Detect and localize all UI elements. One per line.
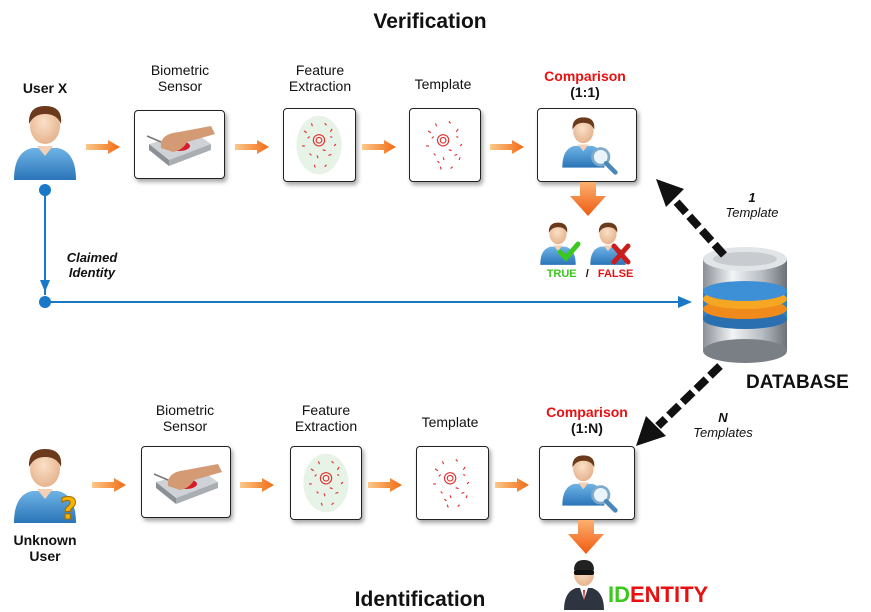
flow-arrow: [368, 478, 402, 492]
identification-title: Identification: [354, 588, 486, 611]
template-box: [416, 446, 489, 520]
comparison-box: [539, 446, 635, 520]
svg-text:?: ?: [60, 492, 77, 525]
false-label: FALSE: [597, 268, 634, 280]
db-to-verify-arrow: [656, 179, 727, 258]
false-person-icon: [588, 218, 632, 268]
comparison-label: Comparison (1:N): [546, 404, 628, 436]
n-templates-label: N Templates: [693, 410, 753, 440]
flow-arrow: [495, 478, 529, 492]
feature-box: [290, 446, 362, 520]
template-label: Template: [414, 76, 472, 92]
identity-part-2: ENTITY: [630, 582, 709, 607]
separator: /: [585, 268, 589, 280]
user-x-label: User X: [22, 80, 68, 96]
sensor-box: [141, 446, 231, 518]
template-box: [409, 108, 481, 182]
unknown-user-icon: ?: [10, 443, 85, 525]
one-template-label: 1 Template: [725, 190, 779, 220]
true-label: TRUE: [546, 268, 577, 280]
verification-title: Verification: [373, 10, 487, 33]
down-arrow: [568, 520, 604, 554]
true-person-icon: [538, 218, 582, 268]
comparison-box: [537, 108, 637, 182]
database-icon: [695, 245, 795, 365]
identity-person-icon: [562, 556, 606, 610]
sensor-box: [134, 110, 225, 179]
flow-arrow: [240, 478, 274, 492]
true-false-labels: TRUE / FALSE: [540, 268, 640, 280]
feature-box: [283, 108, 356, 182]
identity-part-1: ID: [608, 582, 630, 607]
database-label: DATABASE: [746, 372, 849, 393]
comparison-label: Comparison (1:1): [544, 68, 626, 100]
db-to-identify-arrow: [636, 363, 723, 446]
down-arrow: [570, 182, 606, 216]
identity-label: IDENTITY: [608, 582, 708, 608]
template-label: Template: [421, 414, 479, 430]
flow-arrow: [92, 478, 126, 492]
